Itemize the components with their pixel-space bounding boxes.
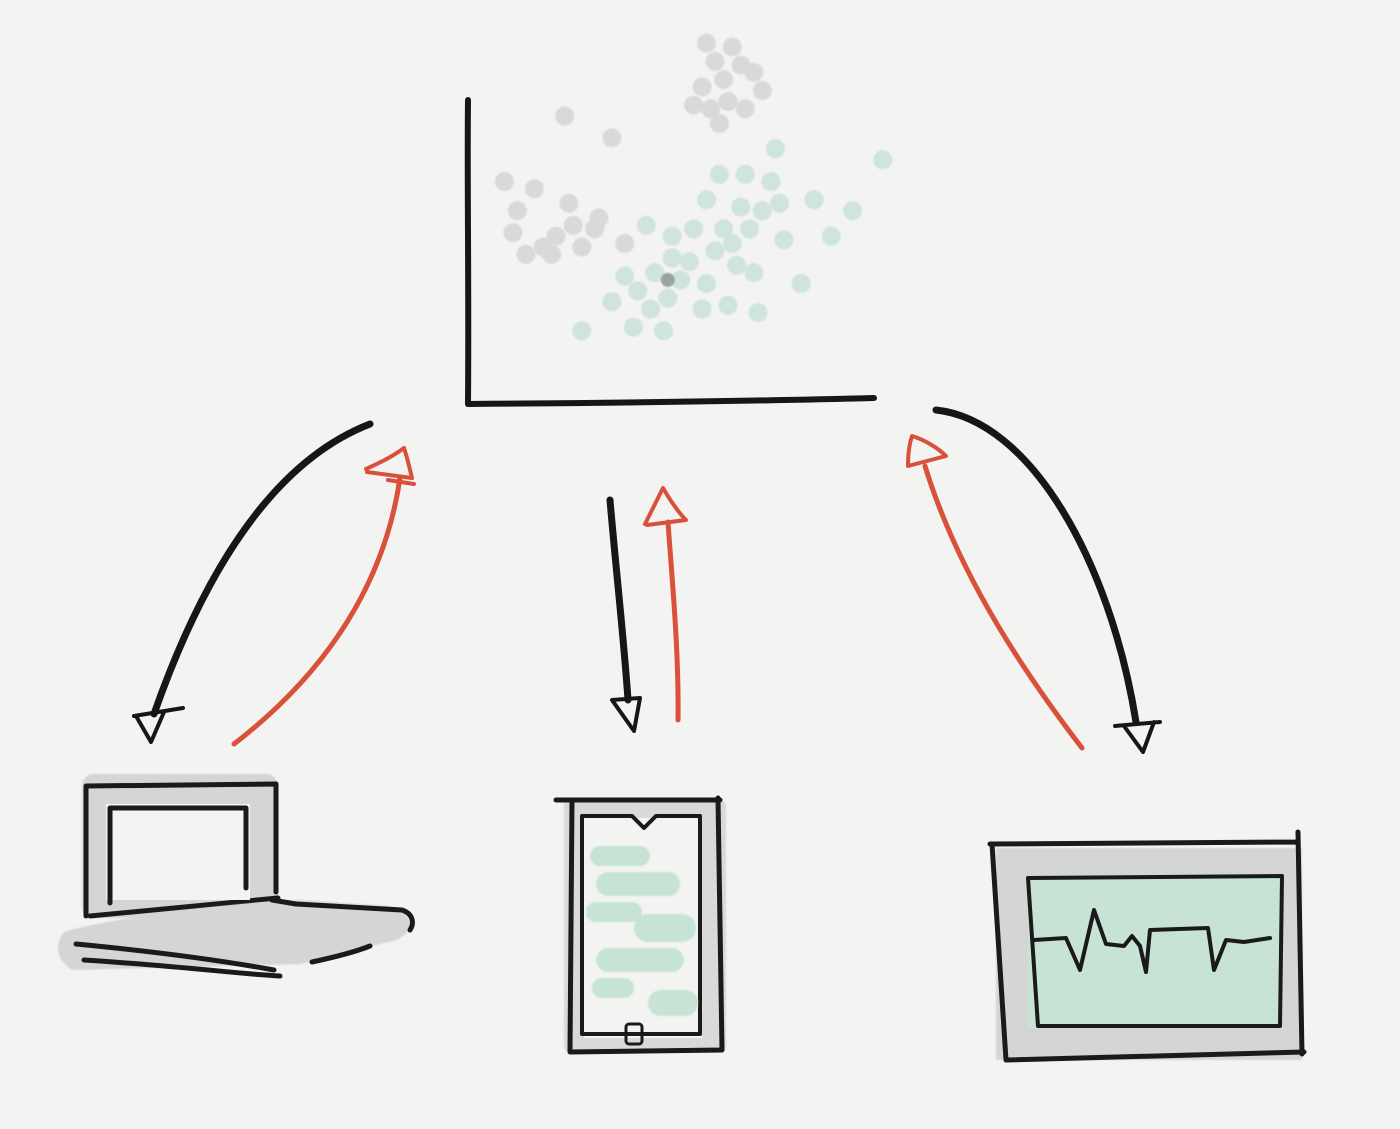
- laptop-icon: [57, 774, 415, 979]
- grey-cluster-point: [555, 106, 575, 126]
- grey-cluster-point: [709, 113, 729, 133]
- scatter-plot: [464, 33, 893, 407]
- grey-cluster-point: [507, 201, 527, 221]
- grey-cluster-point: [697, 33, 716, 53]
- green-cluster-point: [662, 226, 682, 246]
- green-cluster-point: [714, 219, 734, 239]
- monitor-icon: [987, 829, 1307, 1063]
- green-cluster-point: [615, 266, 635, 286]
- grey-cluster-point: [705, 52, 725, 71]
- green-cluster-point: [722, 234, 742, 253]
- arrowhead-down-icon: [1113, 720, 1162, 754]
- message-bubbles: [586, 846, 698, 1016]
- grey-cluster-point: [559, 193, 579, 213]
- grey-cluster-point: [503, 223, 523, 243]
- grey-cluster-point: [684, 95, 704, 115]
- grey-cluster-point: [722, 37, 742, 57]
- green-cluster-point: [654, 321, 673, 341]
- grey-cluster-point: [563, 215, 583, 235]
- highlight-point: [660, 272, 675, 287]
- grey-cluster-point: [701, 99, 721, 119]
- phone-icon: [553, 795, 726, 1055]
- green-cluster-point: [843, 201, 863, 221]
- green-cluster-point: [744, 263, 764, 283]
- grey-cluster-point: [533, 237, 553, 257]
- green-cluster-point: [697, 274, 716, 293]
- grey-cluster-point: [714, 70, 734, 90]
- green-cluster-point: [636, 215, 656, 235]
- grey-cluster-point: [494, 172, 514, 192]
- arrowhead-up-icon: [643, 486, 688, 527]
- green-cluster-point: [671, 270, 691, 290]
- flow-plot-to-phone: [606, 496, 642, 733]
- green-cluster-point: [752, 201, 772, 221]
- green-cluster-point: [740, 219, 759, 239]
- green-cluster-point: [774, 230, 794, 250]
- green-cluster-point: [628, 281, 648, 301]
- green-cluster-point: [645, 263, 665, 283]
- grey-cluster-point: [525, 179, 544, 199]
- green-cluster-point: [748, 303, 768, 323]
- arrowhead-up-icon: [906, 434, 948, 468]
- grey-cluster-point: [572, 237, 592, 257]
- green-cluster-point: [791, 274, 811, 293]
- flow-plot-to-laptop: [132, 420, 374, 744]
- flow-monitor-to-plot: [906, 434, 1085, 751]
- green-cluster-point: [572, 321, 592, 341]
- grey-cluster-point: [546, 226, 566, 246]
- green-cluster-point: [873, 150, 893, 170]
- flow-plot-to-monitor: [932, 406, 1162, 754]
- home-button-icon: [624, 1022, 644, 1046]
- green-cluster-point: [684, 219, 704, 239]
- green-cluster-point: [770, 193, 790, 213]
- green-cluster-point: [641, 299, 661, 319]
- grey-cluster-point: [744, 62, 764, 82]
- green-cluster-point: [718, 295, 738, 315]
- green-cluster-point: [804, 190, 824, 210]
- green-cluster-point: [761, 172, 781, 192]
- green-cluster-point: [602, 292, 622, 312]
- green-cluster-point: [692, 299, 712, 319]
- green-cluster-point: [697, 190, 716, 210]
- grey-cluster-point: [718, 92, 738, 111]
- green-cluster-point: [727, 255, 747, 275]
- green-cluster-point: [623, 317, 643, 337]
- grey-cluster-point: [615, 234, 635, 253]
- green-cluster-point: [709, 164, 729, 184]
- green-cluster-point: [658, 288, 678, 308]
- arrowhead-down-icon: [610, 696, 642, 733]
- green-cluster-point: [679, 252, 699, 272]
- scatter-points: [494, 33, 893, 341]
- green-cluster-point: [821, 226, 841, 246]
- green-cluster-point: [735, 164, 755, 184]
- y-axis: [464, 97, 472, 407]
- grey-cluster-point: [735, 99, 755, 119]
- green-cluster-point: [705, 241, 725, 261]
- green-cluster-point: [765, 139, 785, 159]
- ecg-trace-icon: [1032, 908, 1272, 974]
- flow-phone-to-plot: [643, 486, 688, 723]
- grey-cluster-point: [692, 77, 712, 97]
- grey-cluster-point: [516, 244, 536, 264]
- flow-laptop-to-plot: [231, 446, 416, 747]
- x-axis: [465, 395, 877, 407]
- green-cluster-point: [731, 197, 751, 217]
- grey-cluster-point: [602, 128, 622, 148]
- grey-cluster-point: [589, 208, 609, 228]
- grey-cluster-point: [752, 81, 772, 101]
- green-cluster-point: [662, 248, 682, 268]
- arrowhead-up-icon: [364, 446, 416, 486]
- arrowhead-down-icon: [132, 706, 185, 744]
